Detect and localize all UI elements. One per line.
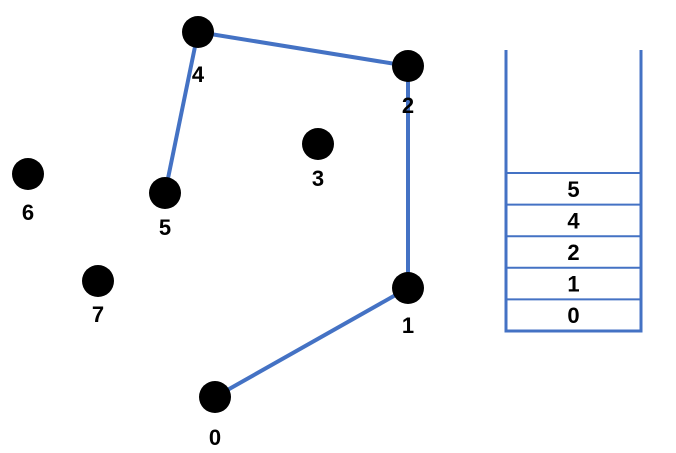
- stack-item-4: 4: [567, 208, 580, 233]
- node-4: [182, 16, 214, 48]
- edge-2-4: [197, 30, 409, 68]
- nodes-layer: 0 1 2 3 4 5 6 7: [12, 16, 424, 450]
- edge-0-1: [214, 286, 409, 399]
- node-label-3: 3: [312, 166, 324, 191]
- node-5: [149, 177, 181, 209]
- stack-outline: [504, 50, 643, 333]
- node-7: [82, 265, 114, 297]
- stack-item-5: 5: [567, 177, 579, 202]
- stack-cells: 5 4 2 1 0: [506, 172, 641, 328]
- edges-layer: [163, 30, 410, 399]
- stack-item-2: 2: [567, 240, 579, 265]
- node-1: [392, 272, 424, 304]
- node-label-7: 7: [92, 302, 104, 327]
- node-6: [12, 158, 44, 190]
- node-label-6: 6: [22, 200, 34, 225]
- node-label-1: 1: [402, 313, 414, 338]
- node-2: [392, 50, 424, 82]
- node-0: [199, 381, 231, 413]
- edge-4-5: [163, 31, 200, 194]
- node-label-4: 4: [192, 62, 205, 87]
- stack-item-0: 0: [567, 303, 579, 328]
- node-label-2: 2: [402, 93, 414, 118]
- node-label-5: 5: [159, 215, 171, 240]
- stack-container: 5 4 2 1 0: [504, 50, 643, 333]
- stack-item-1: 1: [567, 272, 579, 297]
- node-label-0: 0: [209, 425, 221, 450]
- node-3: [302, 128, 334, 160]
